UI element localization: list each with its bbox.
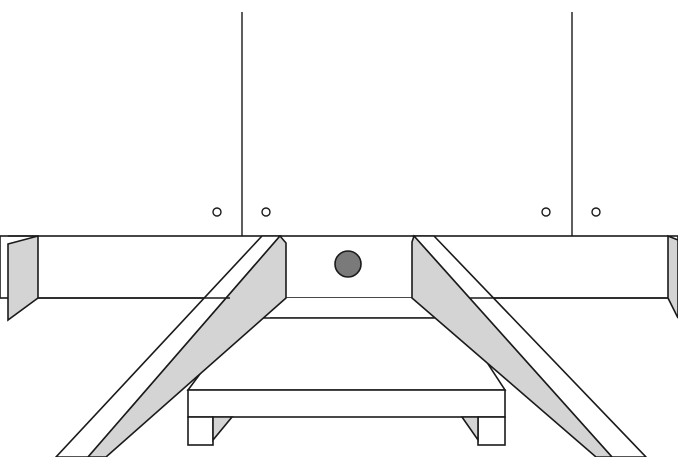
- end-joist-left: [7, 234, 39, 322]
- pipe-hole-icon: [334, 250, 362, 278]
- floor-joist-left: [54, 234, 287, 457]
- screw-hole-icon: [541, 207, 551, 217]
- end-joist-right: [667, 234, 678, 319]
- screw-hole-icon: [212, 207, 222, 217]
- screw-hole-icon: [261, 207, 271, 217]
- floor-joist-right: [411, 234, 648, 457]
- blocking-board: [186, 317, 507, 446]
- subfloor-gap: [242, 298, 418, 318]
- screw-hole-icon: [591, 207, 601, 217]
